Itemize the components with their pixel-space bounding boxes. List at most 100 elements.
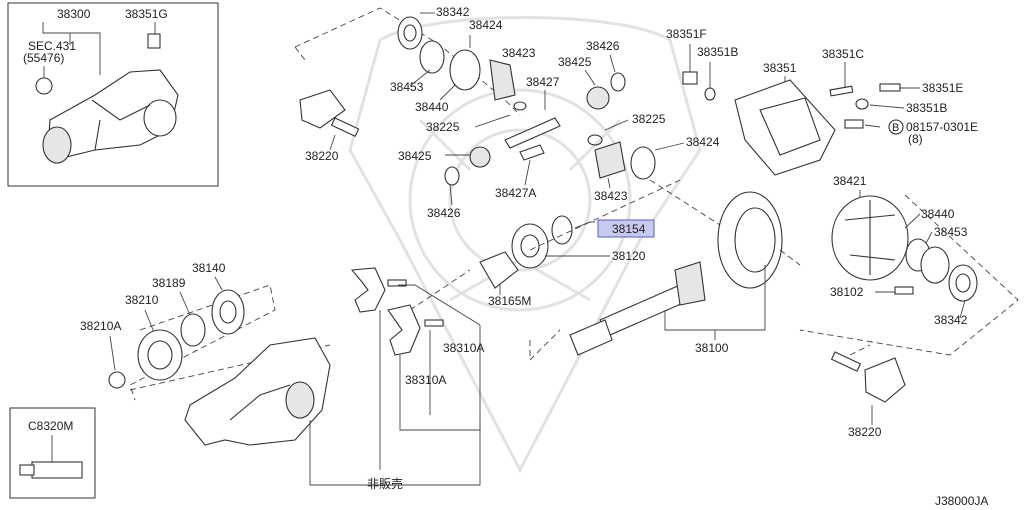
inset-rear-final-drive: 38300 38351G SEC.431 (55476) [7,2,219,187]
label-38426[interactable]: 38426 [586,39,620,53]
filler-plug-icon [682,71,698,85]
mount-bracket-group: 38310A 38310A 非販売 [350,267,484,491]
b-marker-icon [888,119,904,135]
bolt-icon [894,286,914,295]
label-38300[interactable]: 38300 [57,7,91,21]
label-38154[interactable]: 38154 [612,222,646,236]
label-38426-lower[interactable]: 38426 [427,206,461,220]
pinion-bearing-icon [211,289,245,335]
label-38351b-right[interactable]: 38351B [906,101,947,115]
tool-icon [31,461,83,479]
pinion-bearing-group: 38154 38120 38165M [479,215,655,308]
label-38421[interactable]: 38421 [833,174,867,188]
label-38425-lower[interactable]: 38425 [398,149,432,163]
connector-line [409,269,471,311]
lower-housing-group: 38140 38189 38210 38210A [80,261,481,486]
inset-tool: C8320M [9,407,96,499]
label-38453-right[interactable]: 38453 [934,225,968,239]
label-08157-0301e[interactable]: 08157-0301E [906,120,978,134]
ring-gear-icon [717,191,783,289]
bearing-icon [449,49,481,91]
diagram-id: J38000JA [935,494,988,508]
pinion-shaft-icon [504,117,561,149]
label-38102[interactable]: 38102 [830,285,864,299]
label-38342-right[interactable]: 38342 [934,313,968,327]
label-38225[interactable]: 38225 [426,120,460,134]
label-38140[interactable]: 38140 [192,261,226,275]
label-38100[interactable]: 38100 [695,341,729,355]
drive-pinion-gear-icon [674,261,706,306]
label-38310a[interactable]: 38310A [443,341,484,355]
label-38427a[interactable]: 38427A [495,186,536,200]
pinion-housing-icon [184,337,331,446]
label-38440-right[interactable]: 38440 [921,207,955,221]
breather-plug-icon [147,33,161,49]
label-38351e[interactable]: 38351E [922,81,963,95]
bolt-icon [424,319,444,327]
label-38351f[interactable]: 38351F [666,27,707,41]
side-gear-icon [489,59,516,101]
bearing-icon [920,246,950,284]
bolt-marker-label: B [892,122,899,134]
label-38220[interactable]: 38220 [305,149,339,163]
companion-flange-left: 38220 [299,89,360,163]
label-38351b[interactable]: 38351B [697,45,738,59]
pinion-mate-gear-icon [586,86,610,110]
bearing-icon [948,264,978,302]
label-38351g[interactable]: 38351G [125,7,168,21]
not-sold-note: 非販売 [367,476,403,491]
label-38165m[interactable]: 38165M [488,294,531,308]
label-38310a-lower[interactable]: 38310A [405,373,446,387]
bolt-icon [844,119,864,129]
pinion-mate-gear-icon [469,146,491,168]
label-38424[interactable]: 38424 [469,18,503,32]
rear-cover-group: 38351F 38351B 38351 38351C 38351E 38351B… [666,27,978,176]
highlight-38154 [597,219,655,238]
label-38351c[interactable]: 38351C [822,47,864,61]
bolt-icon [387,279,407,287]
side-gear-icon [594,141,626,179]
bolt-qty-label: (8) [908,132,923,146]
mount-bracket-icon [387,304,421,356]
label-38423[interactable]: 38423 [502,46,536,60]
lock-pin-icon [519,144,545,161]
label-38210[interactable]: 38210 [125,293,159,307]
thrust-washer-icon [610,72,626,92]
nut-icon [108,371,126,389]
section-ref-label[interactable]: SEC.431 [28,39,76,53]
diff-case-group: 38421 38440 38453 38102 38342 [799,174,1019,356]
label-38425[interactable]: 38425 [558,55,592,69]
upper-gear-group: 38342 38424 38423 38453 38440 38225 3842… [294,5,721,226]
companion-flange-icon [137,329,183,381]
seal-icon [35,77,53,95]
label-38440[interactable]: 38440 [415,100,449,114]
label-38210a[interactable]: 38210A [80,319,121,333]
rear-cover-icon [734,79,836,176]
flange-icon [299,89,346,129]
label-38120[interactable]: 38120 [612,249,646,263]
label-38189[interactable]: 38189 [152,276,186,290]
pinion-spacer-icon [479,251,519,289]
bolt-icon [879,83,901,92]
label-38424-right[interactable]: 38424 [686,135,720,149]
label-38225-right[interactable]: 38225 [632,112,666,126]
mount-bracket-icon [350,267,386,313]
label-38453[interactable]: 38453 [390,80,424,94]
label-38220-right[interactable]: 38220 [848,425,882,439]
flange-icon [864,357,906,403]
collapsible-spacer-icon [551,215,573,245]
section-sub-label: (55476) [23,51,64,65]
label-38423-right[interactable]: 38423 [594,189,628,203]
washer-icon [419,40,445,74]
washer-icon [630,146,656,180]
label-38351[interactable]: 38351 [763,61,797,75]
pinion-bearing-icon [511,223,549,269]
stud-icon [829,85,854,97]
label-38427[interactable]: 38427 [526,75,560,89]
label-c8320m[interactable]: C8320M [28,419,73,433]
companion-flange-right: 38220 [830,344,906,439]
bearing-icon [397,16,423,50]
label-38342[interactable]: 38342 [436,5,470,19]
oil-seal-icon [180,313,206,347]
